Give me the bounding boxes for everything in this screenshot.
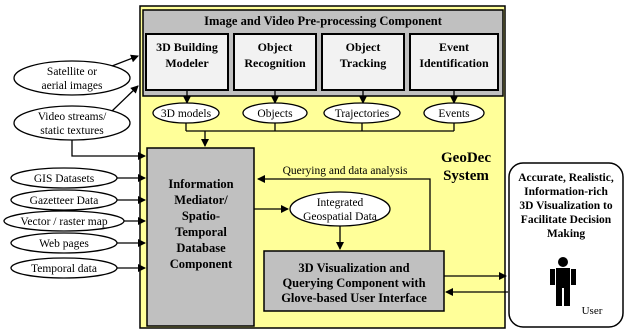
visualization-label: 3D Visualization and xyxy=(298,261,409,275)
output-label-line: 3D Visualization to xyxy=(519,200,613,212)
mediator-label: Spatio- xyxy=(182,209,220,223)
system-label: GeoDec xyxy=(441,150,491,166)
module-label: Object xyxy=(346,40,381,54)
output-label: Events xyxy=(438,108,470,120)
arrow-video-to-preprocessing xyxy=(111,85,139,112)
input-label: Satellite or xyxy=(47,66,97,78)
input-label: Vector / raster map xyxy=(20,216,107,228)
output-label: 3D models xyxy=(161,108,212,120)
input-label: Gazetteer Data xyxy=(30,195,99,207)
module-3d-building-modeler: 3D Building Modeler xyxy=(145,33,229,91)
mediator-label: Temporal xyxy=(175,225,227,239)
mediator-label: Database xyxy=(176,241,226,255)
mediator-label: Component xyxy=(170,257,233,271)
module-label: Tracking xyxy=(340,56,386,70)
querying-label: Querying and data analysis xyxy=(283,165,408,177)
module-label: Identification xyxy=(419,56,489,70)
input-label: Web pages xyxy=(39,238,89,250)
mediator-component xyxy=(146,147,255,327)
module-label: Object xyxy=(258,40,293,54)
output-label-line: Making xyxy=(547,228,586,240)
arrow-satellite-to-preprocessing xyxy=(111,54,139,67)
arrow-video-to-mediator xyxy=(71,140,146,160)
mediator-label: Information xyxy=(168,177,233,191)
module-event-identification: Event Identification xyxy=(409,33,499,91)
user-icon xyxy=(550,257,576,306)
input-label: static textures xyxy=(40,125,104,137)
visualization-label: Glove-based User Interface xyxy=(281,291,427,305)
module-label: Event xyxy=(439,40,469,54)
input-label: Temporal data xyxy=(31,263,97,275)
visualization-component xyxy=(263,250,445,312)
visualization-label: Querying Component with xyxy=(282,276,425,290)
output-label-line: Facilitate Decision xyxy=(521,214,612,226)
integrated-label: Geospatial Data xyxy=(303,211,377,223)
module-label: Recognition xyxy=(244,56,306,70)
output-label-line: Accurate, Realistic, xyxy=(518,172,614,184)
output-label: Objects xyxy=(257,108,293,120)
module-label: Modeler xyxy=(165,56,209,70)
integrated-label: Integrated xyxy=(317,197,364,209)
output-visualization-box xyxy=(508,162,624,328)
input-label: GIS Datasets xyxy=(34,173,95,185)
output-label-line: Information-rich xyxy=(524,186,608,198)
system-label: System xyxy=(443,168,489,184)
output-label: Trajectories xyxy=(335,108,390,120)
module-object-tracking: Object Tracking xyxy=(321,33,405,91)
input-label: Video streams/ xyxy=(38,111,107,123)
connector-outputs-bus xyxy=(185,123,455,132)
module-label: 3D Building xyxy=(156,40,218,54)
input-satellite-images xyxy=(13,60,131,96)
preprocessing-title: Image and Video Pre-processing Component xyxy=(204,14,443,28)
arrow-querying-feedback xyxy=(257,175,431,250)
input-label: aerial images xyxy=(42,80,104,92)
mediator-label: Mediator/ xyxy=(174,193,228,207)
user-label: User xyxy=(582,305,603,317)
module-object-recognition: Object Recognition xyxy=(233,33,317,91)
